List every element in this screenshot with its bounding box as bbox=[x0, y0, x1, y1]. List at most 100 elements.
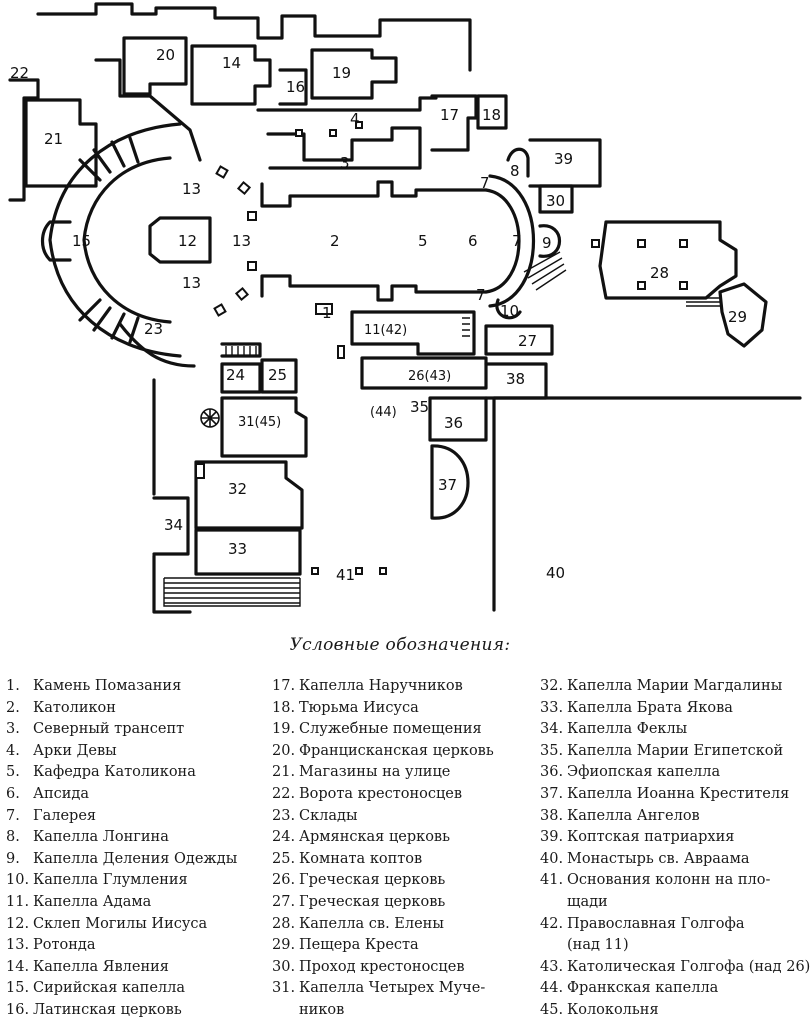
wall-syrian-chapel bbox=[40, 220, 72, 262]
plan-label-32: 32 bbox=[228, 480, 247, 498]
wall-chapel-chains bbox=[430, 94, 478, 152]
plan-label-22: 22 bbox=[10, 64, 29, 82]
legend-item: 22.Ворота крестоносцев bbox=[272, 784, 527, 806]
legend-item-number: 14. bbox=[6, 958, 30, 975]
plan-label-9: 9 bbox=[542, 234, 552, 252]
legend-item: 35.Капелла Марии Египетской bbox=[540, 741, 800, 763]
legend-item-number: 20. bbox=[272, 742, 296, 759]
legend-item-number: 18. bbox=[272, 699, 296, 716]
legend-item-label: Апсида bbox=[33, 785, 90, 802]
plan-walls bbox=[8, 2, 802, 614]
legend-item: 23.Склады bbox=[272, 806, 527, 828]
legend-item-label: Греческая церковь bbox=[299, 872, 446, 889]
column bbox=[215, 165, 229, 179]
legend-item-number: 44. bbox=[540, 980, 564, 997]
legend-item-number: 28. bbox=[272, 915, 296, 932]
plan-label-31-45: 31(45) bbox=[238, 415, 281, 430]
wall-abraham-monastery bbox=[492, 396, 802, 612]
legend-item-number: 19. bbox=[272, 721, 296, 738]
plan-label-3: 3 bbox=[340, 154, 350, 172]
legend-item: 34.Капелла Феклы bbox=[540, 719, 800, 741]
wall-rotunda-outer bbox=[48, 122, 182, 358]
plan-label-13-north: 13 bbox=[182, 180, 201, 198]
legend-item-label: Капелла Брата Якова bbox=[567, 699, 733, 716]
legend-item-number: 5. bbox=[6, 764, 20, 781]
legend-item: 27.Греческая церковь bbox=[272, 892, 527, 914]
legend-item-number: 32. bbox=[540, 678, 564, 694]
legend-item: 5. Кафедра Католикона bbox=[6, 762, 266, 784]
column bbox=[311, 567, 319, 575]
column bbox=[679, 239, 688, 248]
column bbox=[213, 303, 227, 317]
column bbox=[355, 567, 363, 575]
legend-item-label: Склеп Могилы Иисуса bbox=[33, 915, 208, 932]
column bbox=[329, 129, 337, 137]
legend-item-number: 37. bbox=[540, 785, 564, 802]
legend-item: 33.Капелла Брата Якова bbox=[540, 698, 800, 720]
column bbox=[355, 121, 363, 129]
wall-catholicon-north bbox=[260, 180, 488, 208]
wall-magdalene-chapel bbox=[194, 460, 304, 530]
legend-item-number: 10. bbox=[6, 872, 30, 889]
column bbox=[637, 281, 646, 290]
legend-item-number: 15. bbox=[6, 980, 30, 997]
plan-label-30: 30 bbox=[546, 192, 565, 210]
legend-item-label: Ворота крестоносцев bbox=[299, 785, 463, 802]
wall-catholicon-south bbox=[260, 274, 488, 302]
legend-item-number: 31. bbox=[272, 980, 296, 997]
legend-item-label: Основания колонн на пло- bbox=[567, 872, 771, 889]
plan-columns bbox=[195, 121, 688, 575]
plan-label-15: 15 bbox=[72, 232, 91, 250]
plan-label-35: 35 bbox=[410, 398, 429, 416]
legend-item-label: Капелла Четырех Муче- bbox=[299, 980, 486, 997]
legend-item-label: Ротонда bbox=[33, 937, 96, 954]
legend-item: 31.Капелла Четырех Муче-ников bbox=[272, 978, 527, 1021]
legend-item: 26.Греческая церковь bbox=[272, 870, 527, 892]
legend-item-label: Капелла св. Елены bbox=[299, 915, 444, 932]
legend-title: Условные обозначения: bbox=[289, 635, 511, 655]
plan-label-14: 14 bbox=[222, 54, 241, 72]
wall-service-rooms bbox=[310, 48, 398, 100]
plan-label-39: 39 bbox=[554, 150, 573, 168]
column bbox=[247, 211, 257, 221]
legend-item-label: Католикон bbox=[33, 699, 116, 716]
legend-item: 36.Эфиопская капелла bbox=[540, 762, 800, 784]
stairs-golgotha bbox=[462, 317, 470, 337]
legend-item: 18.Тюрьма Иисуса bbox=[272, 698, 527, 720]
legend-item-number: 7. bbox=[6, 807, 20, 824]
plan-label-25: 25 bbox=[268, 366, 287, 384]
wall-thecla-chapel bbox=[152, 496, 190, 556]
legend-item-label: Магазины на улице bbox=[299, 764, 451, 781]
wall-crusader-passage bbox=[538, 184, 574, 214]
legend-item-label: Латинская церковь bbox=[33, 1001, 182, 1018]
stairs-armenian bbox=[225, 346, 257, 356]
stairs-helena bbox=[523, 251, 567, 291]
legend-item: 1.Камень Помазания bbox=[6, 676, 266, 698]
legend-item-number: 45. bbox=[540, 1001, 564, 1018]
stairs-cave bbox=[686, 297, 720, 307]
column bbox=[195, 463, 205, 479]
plan-label-16: 16 bbox=[286, 78, 305, 96]
legend-item-number: 3. bbox=[6, 721, 20, 738]
legend-item-label: Северный трансепт bbox=[33, 721, 185, 738]
wall-crusader-gate bbox=[8, 78, 40, 202]
plan-label-28: 28 bbox=[650, 264, 669, 282]
plan-label-23: 23 bbox=[144, 320, 163, 338]
plan-label-7-east: 7 bbox=[512, 232, 522, 250]
plan-stairs bbox=[163, 251, 720, 607]
legend-item-label: Кафедра Католикона bbox=[33, 764, 196, 781]
legend-item-number: 2. bbox=[6, 699, 20, 716]
legend-item-number: 39. bbox=[540, 829, 564, 846]
legend-item-number: 43. bbox=[540, 958, 564, 975]
legend-item: 13.Ротонда bbox=[6, 935, 266, 957]
legend-item-label: Греческая церковь bbox=[299, 893, 446, 910]
legend-item-label: Православная Голгофа bbox=[567, 915, 745, 932]
legend-item: 43.Католическая Голгофа (над 26) bbox=[540, 957, 810, 979]
legend-item-label: Комната коптов bbox=[299, 850, 423, 867]
plan-label-26-43: 26(43) bbox=[408, 369, 451, 384]
plan-label-10: 10 bbox=[500, 302, 519, 320]
plan-label-41: 41 bbox=[336, 566, 355, 584]
legend-item: 19.Служебные помещения bbox=[272, 719, 527, 741]
